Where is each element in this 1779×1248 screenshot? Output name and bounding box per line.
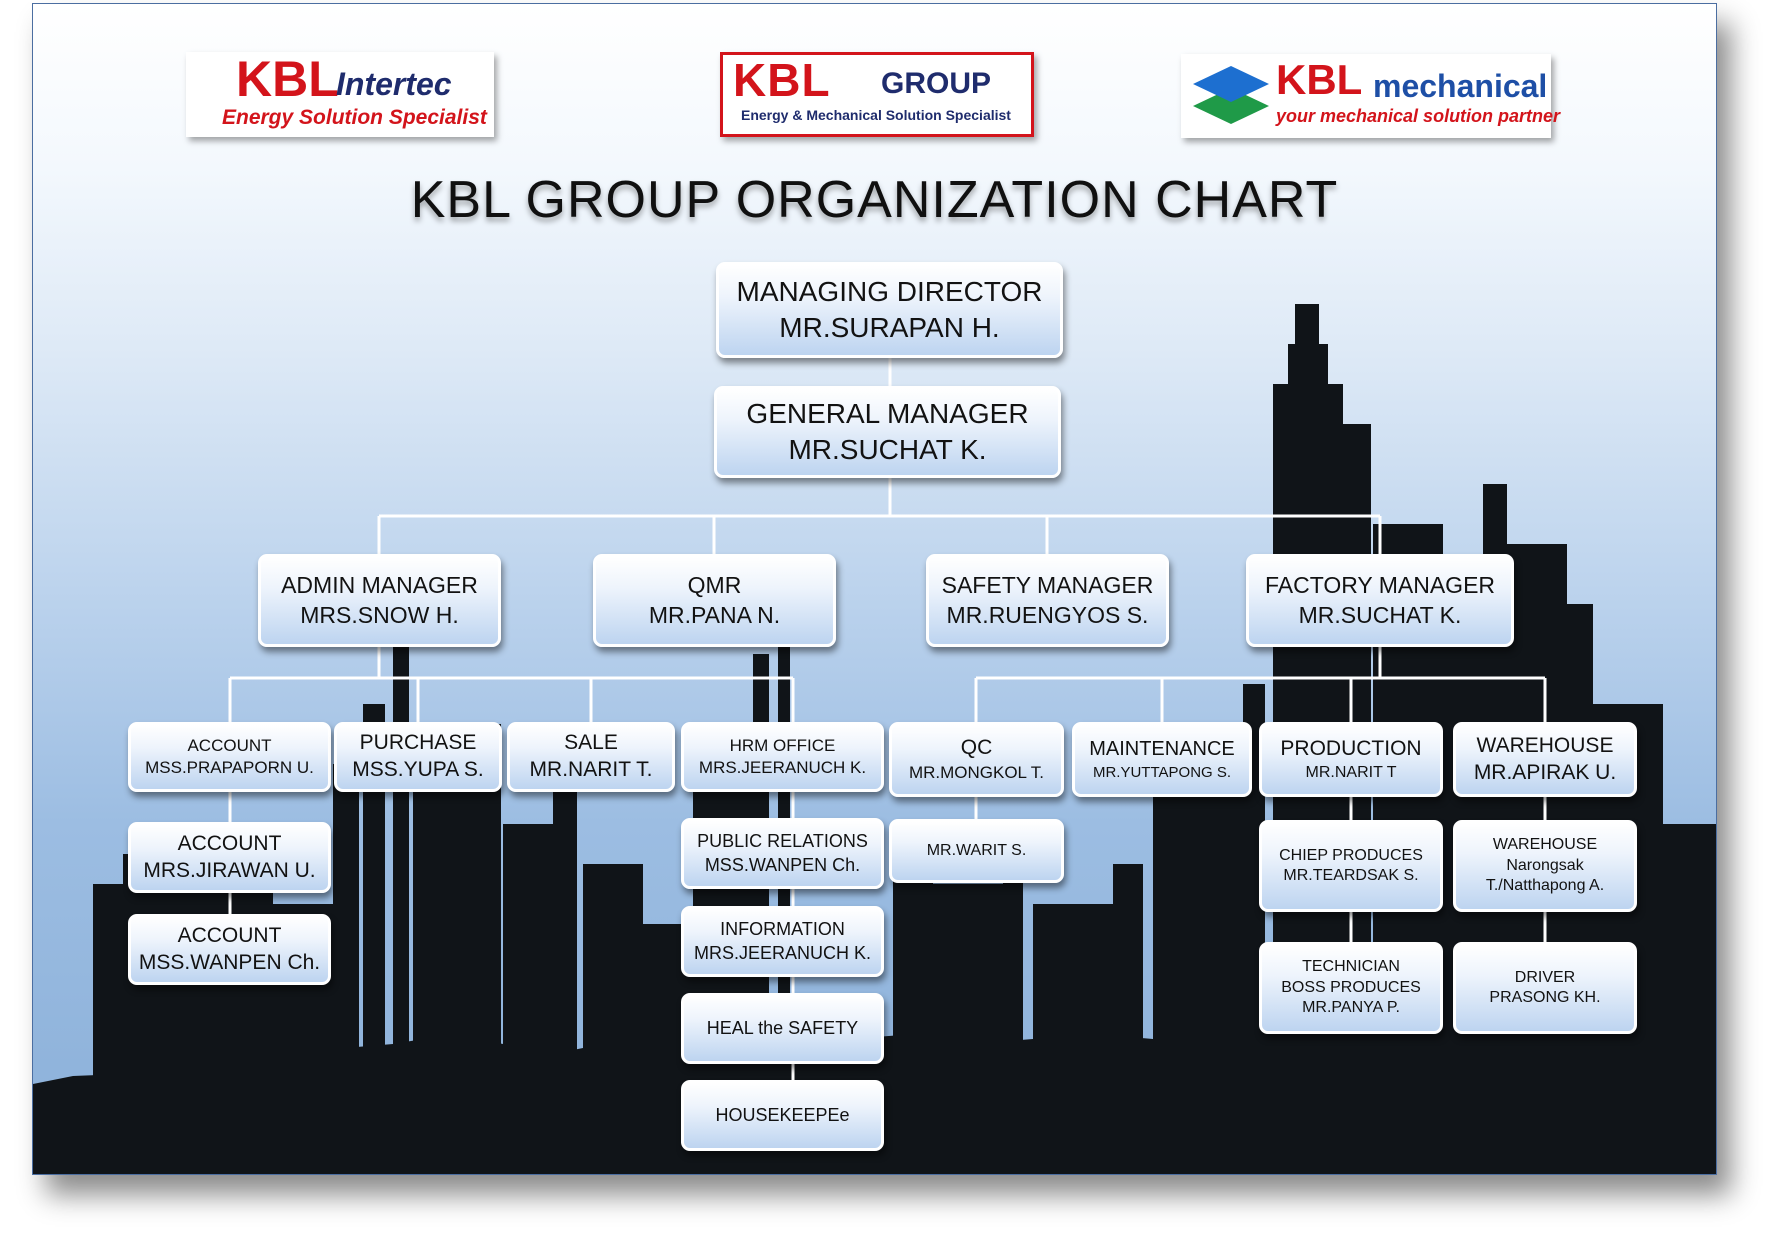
- node-role: GENERAL MANAGER: [746, 398, 1029, 430]
- node-person: MR.NARIT T: [1305, 763, 1397, 781]
- stacked-squares-icon: [1193, 66, 1269, 124]
- node-heal-the-safety[interactable]: HEAL the SAFETY: [681, 993, 884, 1064]
- node-general-manager[interactable]: GENERAL MANAGER MR.SUCHAT K.: [714, 386, 1061, 478]
- node-role: HEAL the SAFETY: [706, 1017, 859, 1038]
- mechanical-brand: KBL: [1276, 56, 1363, 103]
- intertec-name: Intertec: [336, 66, 452, 102]
- node-person: MR.MONGKOL T.: [908, 763, 1045, 783]
- node-role: HOUSEKEEPEe: [715, 1104, 850, 1125]
- mechanical-tagline: your mechanical solution partner: [1276, 106, 1561, 126]
- node-qmr[interactable]: QMR MR.PANA N.: [593, 554, 836, 647]
- group-name: GROUP: [881, 67, 992, 100]
- kbl-group-logo: KBL GROUP Energy & Mechanical Solution S…: [720, 52, 1034, 137]
- node-hrm-office[interactable]: HRM OFFICE MRS.JEERANUCH K.: [681, 722, 884, 792]
- intertec-tagline: Energy Solution Specialist: [222, 106, 487, 129]
- node-role: ACCOUNT: [177, 831, 282, 855]
- mechanical-name: mechanical: [1373, 68, 1548, 104]
- node-driver[interactable]: DRIVER PRASONG KH.: [1453, 942, 1637, 1034]
- node-managing-director[interactable]: MANAGING DIRECTOR MR.SURAPAN H.: [716, 262, 1063, 358]
- node-warit[interactable]: MR.WARIT S.: [889, 819, 1064, 883]
- node-person: MRS.SNOW H.: [300, 601, 459, 628]
- node-warehouse-apirak[interactable]: WAREHOUSE MR.APIRAK U.: [1453, 722, 1637, 797]
- node-person: MR.RUENGYOS S.: [946, 601, 1149, 628]
- node-role: ACCOUNT: [187, 736, 272, 756]
- node-role: MAINTENANCE: [1089, 738, 1235, 761]
- node-person: PRASONG KH.: [1489, 989, 1601, 1006]
- connector-lines: [228, 358, 1547, 1080]
- node-person: MR.NARIT T.: [529, 758, 653, 781]
- node-person: MRS.JEERANUCH K.: [698, 758, 867, 777]
- node-person: MR.SUCHAT K.: [788, 434, 987, 465]
- kbl-intertec-logo: KBL Intertec Energy Solution Specialist: [186, 51, 494, 137]
- node-account-jirawan[interactable]: ACCOUNT MRS.JIRAWAN U.: [128, 822, 331, 893]
- node-technician[interactable]: TECHNICIAN BOSS PRODUCES MR.PANYA P.: [1259, 942, 1443, 1034]
- node-housekeeper[interactable]: HOUSEKEEPEe: [681, 1080, 884, 1151]
- node-maintenance[interactable]: MAINTENANCE MR.YUTTAPONG S.: [1072, 722, 1252, 797]
- node-public-relations[interactable]: PUBLIC RELATIONS MSS.WANPEN Ch.: [681, 818, 884, 889]
- node-person: MSS.WANPEN Ch.: [138, 950, 321, 974]
- node-role: PRODUCTION: [1280, 736, 1422, 760]
- node-role: ACCOUNT: [177, 923, 282, 947]
- node-information[interactable]: INFORMATION MRS.JEERANUCH K.: [681, 906, 884, 977]
- group-tagline: Energy & Mechanical Solution Specialist: [741, 107, 1011, 123]
- node-role: SALE: [564, 731, 618, 755]
- node-warehouse-narongsak[interactable]: WAREHOUSE Narongsak T./Natthapong A.: [1453, 820, 1637, 912]
- node-person: MR.PANYA P.: [1302, 999, 1400, 1017]
- group-brand: KBL: [733, 54, 831, 106]
- node-person: MR.APIRAK U.: [1473, 760, 1617, 784]
- kbl-mechanical-logo: KBL mechanical your mechanical solution …: [1181, 54, 1560, 138]
- node-person: MR.WARIT S.: [926, 841, 1027, 859]
- node-role-2: BOSS PRODUCES: [1281, 978, 1421, 996]
- node-person: MR.YUTTAPONG S.: [1092, 763, 1232, 781]
- node-sale[interactable]: SALE MR.NARIT T.: [507, 722, 675, 792]
- org-chart-card: KBL Intertec Energy Solution Specialist …: [32, 3, 1717, 1175]
- intertec-brand: KBL: [236, 51, 339, 107]
- node-safety-manager[interactable]: SAFETY MANAGER MR.RUENGYOS S.: [926, 554, 1169, 647]
- node-chief-produces[interactable]: CHIEP PRODUCES MR.TEARDSAK S.: [1259, 820, 1443, 912]
- node-qc[interactable]: QC MR.MONGKOL T.: [889, 722, 1064, 797]
- node-account-prapaporn[interactable]: ACCOUNT MSS.PRAPAPORN U.: [128, 722, 331, 792]
- node-person: MR.TEARDSAK S.: [1283, 867, 1419, 884]
- node-person: Narongsak: [1506, 856, 1584, 874]
- node-person: MSS.WANPEN Ch.: [704, 854, 861, 875]
- node-person: MSS.YUPA S.: [352, 758, 484, 781]
- node-role: CHIEP PRODUCES: [1279, 846, 1423, 864]
- node-role: HRM OFFICE: [729, 736, 836, 756]
- node-factory-manager[interactable]: FACTORY MANAGER MR.SUCHAT K.: [1246, 554, 1514, 647]
- node-production[interactable]: PRODUCTION MR.NARIT T: [1259, 722, 1443, 797]
- node-role: WAREHOUSE: [1492, 836, 1598, 854]
- node-role: SAFETY MANAGER: [941, 572, 1154, 599]
- node-person: MRS.JIRAWAN U.: [143, 858, 316, 882]
- node-person-2: T./Natthapong A.: [1485, 877, 1605, 895]
- chart-title: KBL GROUP ORGANIZATION CHART: [410, 171, 1339, 229]
- node-person: MR.SURAPAN H.: [779, 312, 1000, 343]
- node-person: MR.SUCHAT K.: [1298, 601, 1462, 628]
- node-role: DRIVER: [1514, 968, 1576, 986]
- node-role: TECHNICIAN: [1302, 958, 1400, 976]
- node-role: PURCHASE: [359, 731, 477, 755]
- node-role: ADMIN MANAGER: [281, 572, 478, 599]
- node-purchase[interactable]: PURCHASE MSS.YUPA S.: [334, 722, 502, 792]
- node-role: QC: [960, 736, 993, 760]
- node-role: INFORMATION: [720, 919, 845, 940]
- node-person: MR.PANA N.: [648, 601, 781, 628]
- node-admin-manager[interactable]: ADMIN MANAGER MRS.SNOW H.: [258, 554, 501, 647]
- node-account-wanpen[interactable]: ACCOUNT MSS.WANPEN Ch.: [128, 914, 331, 985]
- node-role: QMR: [687, 572, 742, 599]
- node-person: MRS.JEERANUCH K.: [693, 942, 872, 963]
- node-role: MANAGING DIRECTOR: [736, 276, 1043, 308]
- node-role: FACTORY MANAGER: [1264, 572, 1496, 599]
- node-person: MSS.PRAPAPORN U.: [145, 758, 314, 777]
- node-role: WAREHOUSE: [1476, 733, 1614, 757]
- node-role: PUBLIC RELATIONS: [697, 831, 868, 852]
